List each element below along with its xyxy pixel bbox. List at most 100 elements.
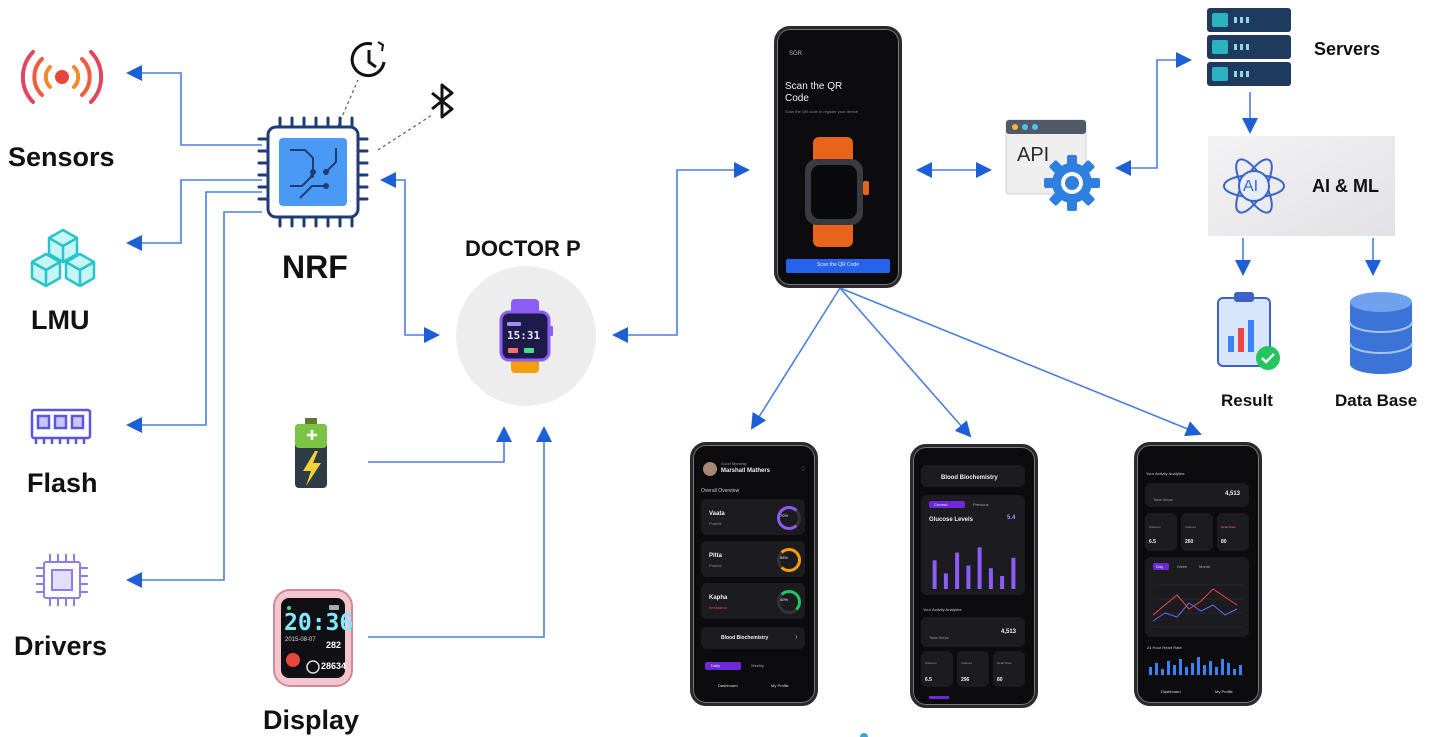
- scan-logo: SGR: [789, 51, 803, 57]
- scan-qr-phone: SGR Scan the QR Code Scan the QR code to…: [774, 26, 902, 288]
- api-gear-icon: [1005, 119, 1100, 211]
- stat-value: 296: [961, 677, 970, 683]
- p2-bar: [966, 565, 971, 589]
- p3-nav-dashboard[interactable]: Dashboard: [1161, 689, 1181, 694]
- label-servers: Servers: [1314, 39, 1381, 59]
- dosha-card-3[interactable]: Kapha Imbalance 40%: [701, 583, 805, 619]
- p3-tab-week[interactable]: Week: [1177, 564, 1188, 569]
- smartwatch-image: [805, 137, 869, 247]
- stat-value: 80: [1221, 539, 1227, 545]
- display-hr: 282: [326, 640, 342, 650]
- dosha-ring: [777, 548, 801, 572]
- nav-dashboard[interactable]: Dashboard: [718, 683, 738, 688]
- p2-section: Your Activity Analytics: [923, 607, 962, 612]
- ai-badge: AI: [1243, 178, 1259, 195]
- stat-label: Calories: [961, 661, 973, 665]
- p2-tab-current[interactable]: [929, 501, 965, 508]
- p2-stat-2: Calories 296: [957, 651, 989, 687]
- bell-icon[interactable]: ♢: [800, 466, 807, 473]
- dosha-sub: Prakriti: [709, 521, 722, 526]
- chevron-right-icon: ›: [795, 632, 798, 641]
- stat-label: Calories: [1185, 525, 1197, 529]
- p2-steps-value: 4,513: [1001, 629, 1017, 635]
- p2-steps-label: Total Steps: [929, 635, 949, 640]
- biochemistry-phone: Blood Biochemistry Current Previous Gluc…: [910, 444, 1038, 708]
- p2-bar: [1000, 576, 1005, 589]
- p3-tab-month[interactable]: Month: [1199, 564, 1211, 569]
- p2-tab-previous[interactable]: Previous: [973, 502, 989, 507]
- display-steps: 28634: [321, 661, 347, 671]
- test-card[interactable]: Blood Biochemistry ›: [701, 627, 805, 649]
- dosha-card-1[interactable]: Vaata Prakriti 70%: [701, 499, 805, 535]
- display-time: 20:36: [284, 610, 354, 636]
- memory-chip-icon: [30, 408, 92, 444]
- server-stack-icon: [1207, 8, 1291, 86]
- p3-tab-day-label: Day: [1156, 564, 1164, 569]
- decor-dot: [860, 733, 868, 737]
- label-lmu: LMU: [31, 305, 90, 335]
- stat-value: 6.5: [925, 677, 932, 683]
- p3-steps-label: Total Steps: [1153, 497, 1173, 502]
- ai-atom-icon: [1223, 158, 1285, 214]
- line-doctor-phone: [612, 162, 750, 343]
- line-nrf-sensors: [126, 65, 262, 146]
- dosha-name: Pitta: [709, 553, 723, 559]
- dosha-card-2[interactable]: Pitta Prakriti 58%: [701, 541, 805, 577]
- tab-weekly[interactable]: Weekly: [751, 663, 765, 668]
- scan-button[interactable]: [786, 259, 890, 273]
- line-display-doctor: [368, 426, 552, 638]
- label-nrf: NRF: [282, 249, 348, 285]
- bluetooth-icon: [431, 83, 454, 119]
- label-result: Result: [1221, 391, 1273, 410]
- stat-value: 80: [997, 677, 1003, 683]
- nav-profile[interactable]: My Profile: [771, 683, 789, 688]
- cubes-icon: [30, 228, 96, 288]
- p2-chart-card: Current Previous Glucose Levels 5.4: [921, 495, 1025, 595]
- doctor-watch-time: 15:31: [507, 329, 541, 342]
- p2-stat-3: Heart Rate 80: [993, 651, 1025, 687]
- clock-icon: [350, 41, 386, 78]
- doctor-p-device: [456, 266, 596, 406]
- display-date: 2015-08-07: [285, 637, 316, 643]
- signal-waves-icon: [20, 50, 104, 104]
- scan-button-label: Scan the QR Code: [817, 262, 859, 268]
- tab-daily[interactable]: [705, 662, 741, 670]
- stat-label: Heart Rate: [997, 661, 1012, 665]
- p3-steps-card: Total Steps 4,513: [1145, 483, 1249, 507]
- line-nrf-lmu: [126, 179, 262, 251]
- p2-bar: [977, 547, 982, 589]
- dosha-pct: 58%: [780, 555, 789, 560]
- connectors: [126, 52, 1381, 638]
- p2-bar: [955, 552, 960, 589]
- line-phone-screen2: [839, 287, 972, 438]
- nrf-chip-icon: [257, 116, 369, 228]
- p3-tab-day[interactable]: [1153, 563, 1169, 570]
- p2-tab-current-label: Current: [934, 502, 948, 507]
- scan-title: Scan the QR Code: [785, 81, 843, 104]
- dosha-ring: [777, 590, 801, 614]
- p2-bar: [943, 573, 948, 589]
- test-card-label: Blood Biochemistry: [721, 635, 769, 641]
- label-api: API: [1017, 144, 1050, 166]
- stat-label: Distance: [925, 661, 937, 665]
- label-doctor-p: DOCTOR P: [465, 236, 581, 261]
- p3-chart-caption: 24 Hour Heart Rate: [1147, 645, 1182, 650]
- tab-daily-label: Daily: [711, 663, 720, 668]
- label-display: Display: [263, 705, 360, 735]
- p3-chart-card: Day Week Month: [1145, 557, 1249, 637]
- p3-stat-2: Calories 260: [1181, 513, 1213, 551]
- p3-nav-profile[interactable]: My Profile: [1215, 689, 1233, 694]
- p2-bar-chart: [932, 547, 1016, 589]
- activity-phone: Your Activity Analytics Total Steps 4,51…: [1134, 442, 1262, 706]
- label-flash: Flash: [27, 468, 98, 498]
- p2-scroll-indicator: [929, 696, 949, 699]
- p1-greeting: Good Morning: [721, 461, 747, 466]
- label-drivers: Drivers: [14, 631, 108, 661]
- battery-charging-icon: [295, 418, 327, 488]
- dashboard-phone: Good Morning Marshall Mathers ♢ Overall …: [690, 442, 818, 706]
- dosha-name: Vaata: [709, 511, 725, 517]
- database-icon: [1349, 292, 1413, 374]
- line-api-servers: [1115, 52, 1192, 176]
- p3-title: Your Activity Analytics: [1146, 471, 1185, 476]
